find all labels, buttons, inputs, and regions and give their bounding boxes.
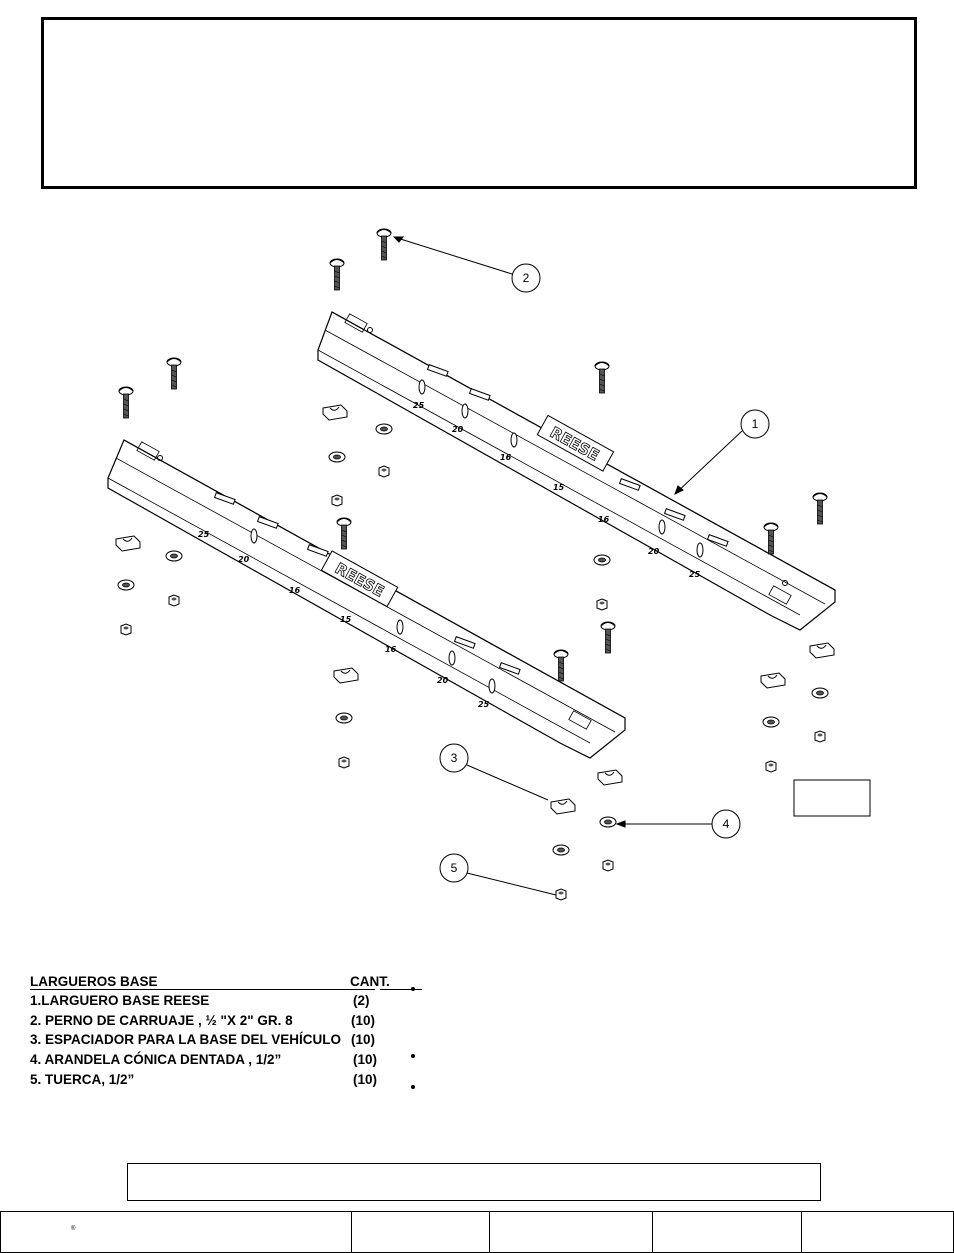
callouts: 2 1 3 4 5 — [439, 263, 770, 883]
washer — [811, 687, 829, 699]
header-frame — [41, 17, 917, 189]
bullet-point — [411, 1085, 415, 1089]
mark-lower-15: 15 — [340, 615, 352, 624]
carriage-bolt — [600, 621, 616, 654]
nut — [120, 623, 132, 636]
mark-upper-16b: 16 — [598, 515, 610, 524]
mark-upper-20b: 20 — [648, 547, 660, 556]
mark-lower-16: 16 — [289, 586, 301, 595]
part-item-1: 1.LARGUERO BASE REESE — [30, 993, 210, 1008]
leader-lines — [392, 236, 743, 896]
nut — [596, 598, 608, 611]
washer — [335, 712, 353, 724]
bullet-point — [411, 987, 415, 991]
title-cell — [352, 1212, 490, 1252]
part-qty-1: (2) — [353, 993, 370, 1008]
nut — [555, 888, 567, 901]
callout-2: 2 — [523, 271, 530, 285]
spacer — [333, 667, 359, 684]
washer — [599, 816, 617, 828]
mark-lower-16b: 16 — [385, 645, 397, 654]
mark-upper-16: 16 — [500, 453, 512, 462]
title-cell — [653, 1212, 802, 1252]
nut — [602, 859, 614, 872]
carriage-bolt — [166, 357, 182, 390]
nut — [765, 760, 777, 773]
part-item-4: 4. ARANDELA CÓNICA DENTADA , 1/2” — [30, 1052, 282, 1067]
callout-3: 3 — [451, 751, 458, 765]
washer — [375, 423, 393, 435]
carriage-bolt — [553, 649, 569, 682]
nut — [814, 730, 826, 743]
washer — [593, 554, 611, 566]
registered-mark: ® — [71, 1226, 76, 1232]
nut — [331, 494, 343, 507]
part-qty-5: (10) — [353, 1072, 378, 1087]
mark-upper-15: 15 — [553, 483, 565, 492]
title-cell — [802, 1212, 953, 1252]
title-cell — [490, 1212, 653, 1252]
carriage-bolt — [336, 517, 352, 550]
qty-header: CANT. — [350, 974, 390, 989]
mark-lower-20b: 20 — [437, 676, 449, 685]
washer — [328, 451, 346, 463]
rail-marks: 25 20 16 15 16 20 25 25 20 16 15 16 20 2… — [198, 401, 701, 709]
washer — [552, 844, 570, 856]
carriage-bolt — [594, 361, 610, 394]
title-block: ® — [0, 1211, 954, 1253]
bullet-point — [411, 1054, 415, 1058]
washer — [762, 716, 780, 728]
nut — [168, 594, 180, 607]
callout-4: 4 — [723, 817, 730, 831]
spacer — [322, 404, 348, 421]
diagram-label-box — [793, 779, 871, 817]
mark-upper-25b: 25 — [689, 570, 701, 579]
carriage-bolt — [376, 228, 392, 261]
parts-list-header: LARGUEROS BASE — [30, 974, 158, 989]
part-qty-4: (10) — [353, 1052, 378, 1067]
carriage-bolt — [812, 492, 828, 525]
part-qty-2: (10) — [351, 1013, 376, 1028]
mark-upper-25: 25 — [413, 401, 425, 410]
title-cell-company: ® — [1, 1212, 352, 1252]
spacer — [809, 642, 835, 659]
header-underline — [30, 989, 375, 990]
spacers — [115, 404, 835, 815]
spacer — [550, 798, 576, 815]
footer-banner — [127, 1163, 821, 1201]
base-rail-upper: REESE — [317, 311, 836, 631]
mark-upper-20: 20 — [452, 425, 464, 434]
spacer — [597, 769, 623, 786]
callout-5: 5 — [451, 861, 458, 875]
callout-1: 1 — [752, 417, 759, 431]
mark-lower-25: 25 — [198, 530, 210, 539]
qty-underline — [380, 989, 422, 990]
nut — [338, 756, 350, 769]
carriage-bolt — [118, 386, 134, 419]
mark-lower-25b: 25 — [478, 700, 490, 709]
part-item-3: 3. ESPACIADOR PARA LA BASE DEL VEHÍCULO — [30, 1032, 342, 1047]
exploded-parts-diagram: REESE REESE 25 — [107, 228, 871, 901]
spacer — [115, 535, 141, 552]
spacer — [760, 672, 786, 689]
carriage-bolts — [118, 228, 828, 682]
carriage-bolt — [763, 522, 779, 555]
part-item-5: 5. TUERCA, 1/2” — [30, 1072, 135, 1087]
nut — [378, 465, 390, 478]
washer — [165, 550, 183, 562]
part-qty-3: (10) — [351, 1032, 376, 1047]
carriage-bolt — [329, 258, 345, 291]
mark-lower-20: 20 — [238, 555, 250, 564]
washer — [117, 579, 135, 591]
part-item-2: 2. PERNO DE CARRUAJE , ½ "X 2" GR. 8 — [30, 1013, 293, 1028]
